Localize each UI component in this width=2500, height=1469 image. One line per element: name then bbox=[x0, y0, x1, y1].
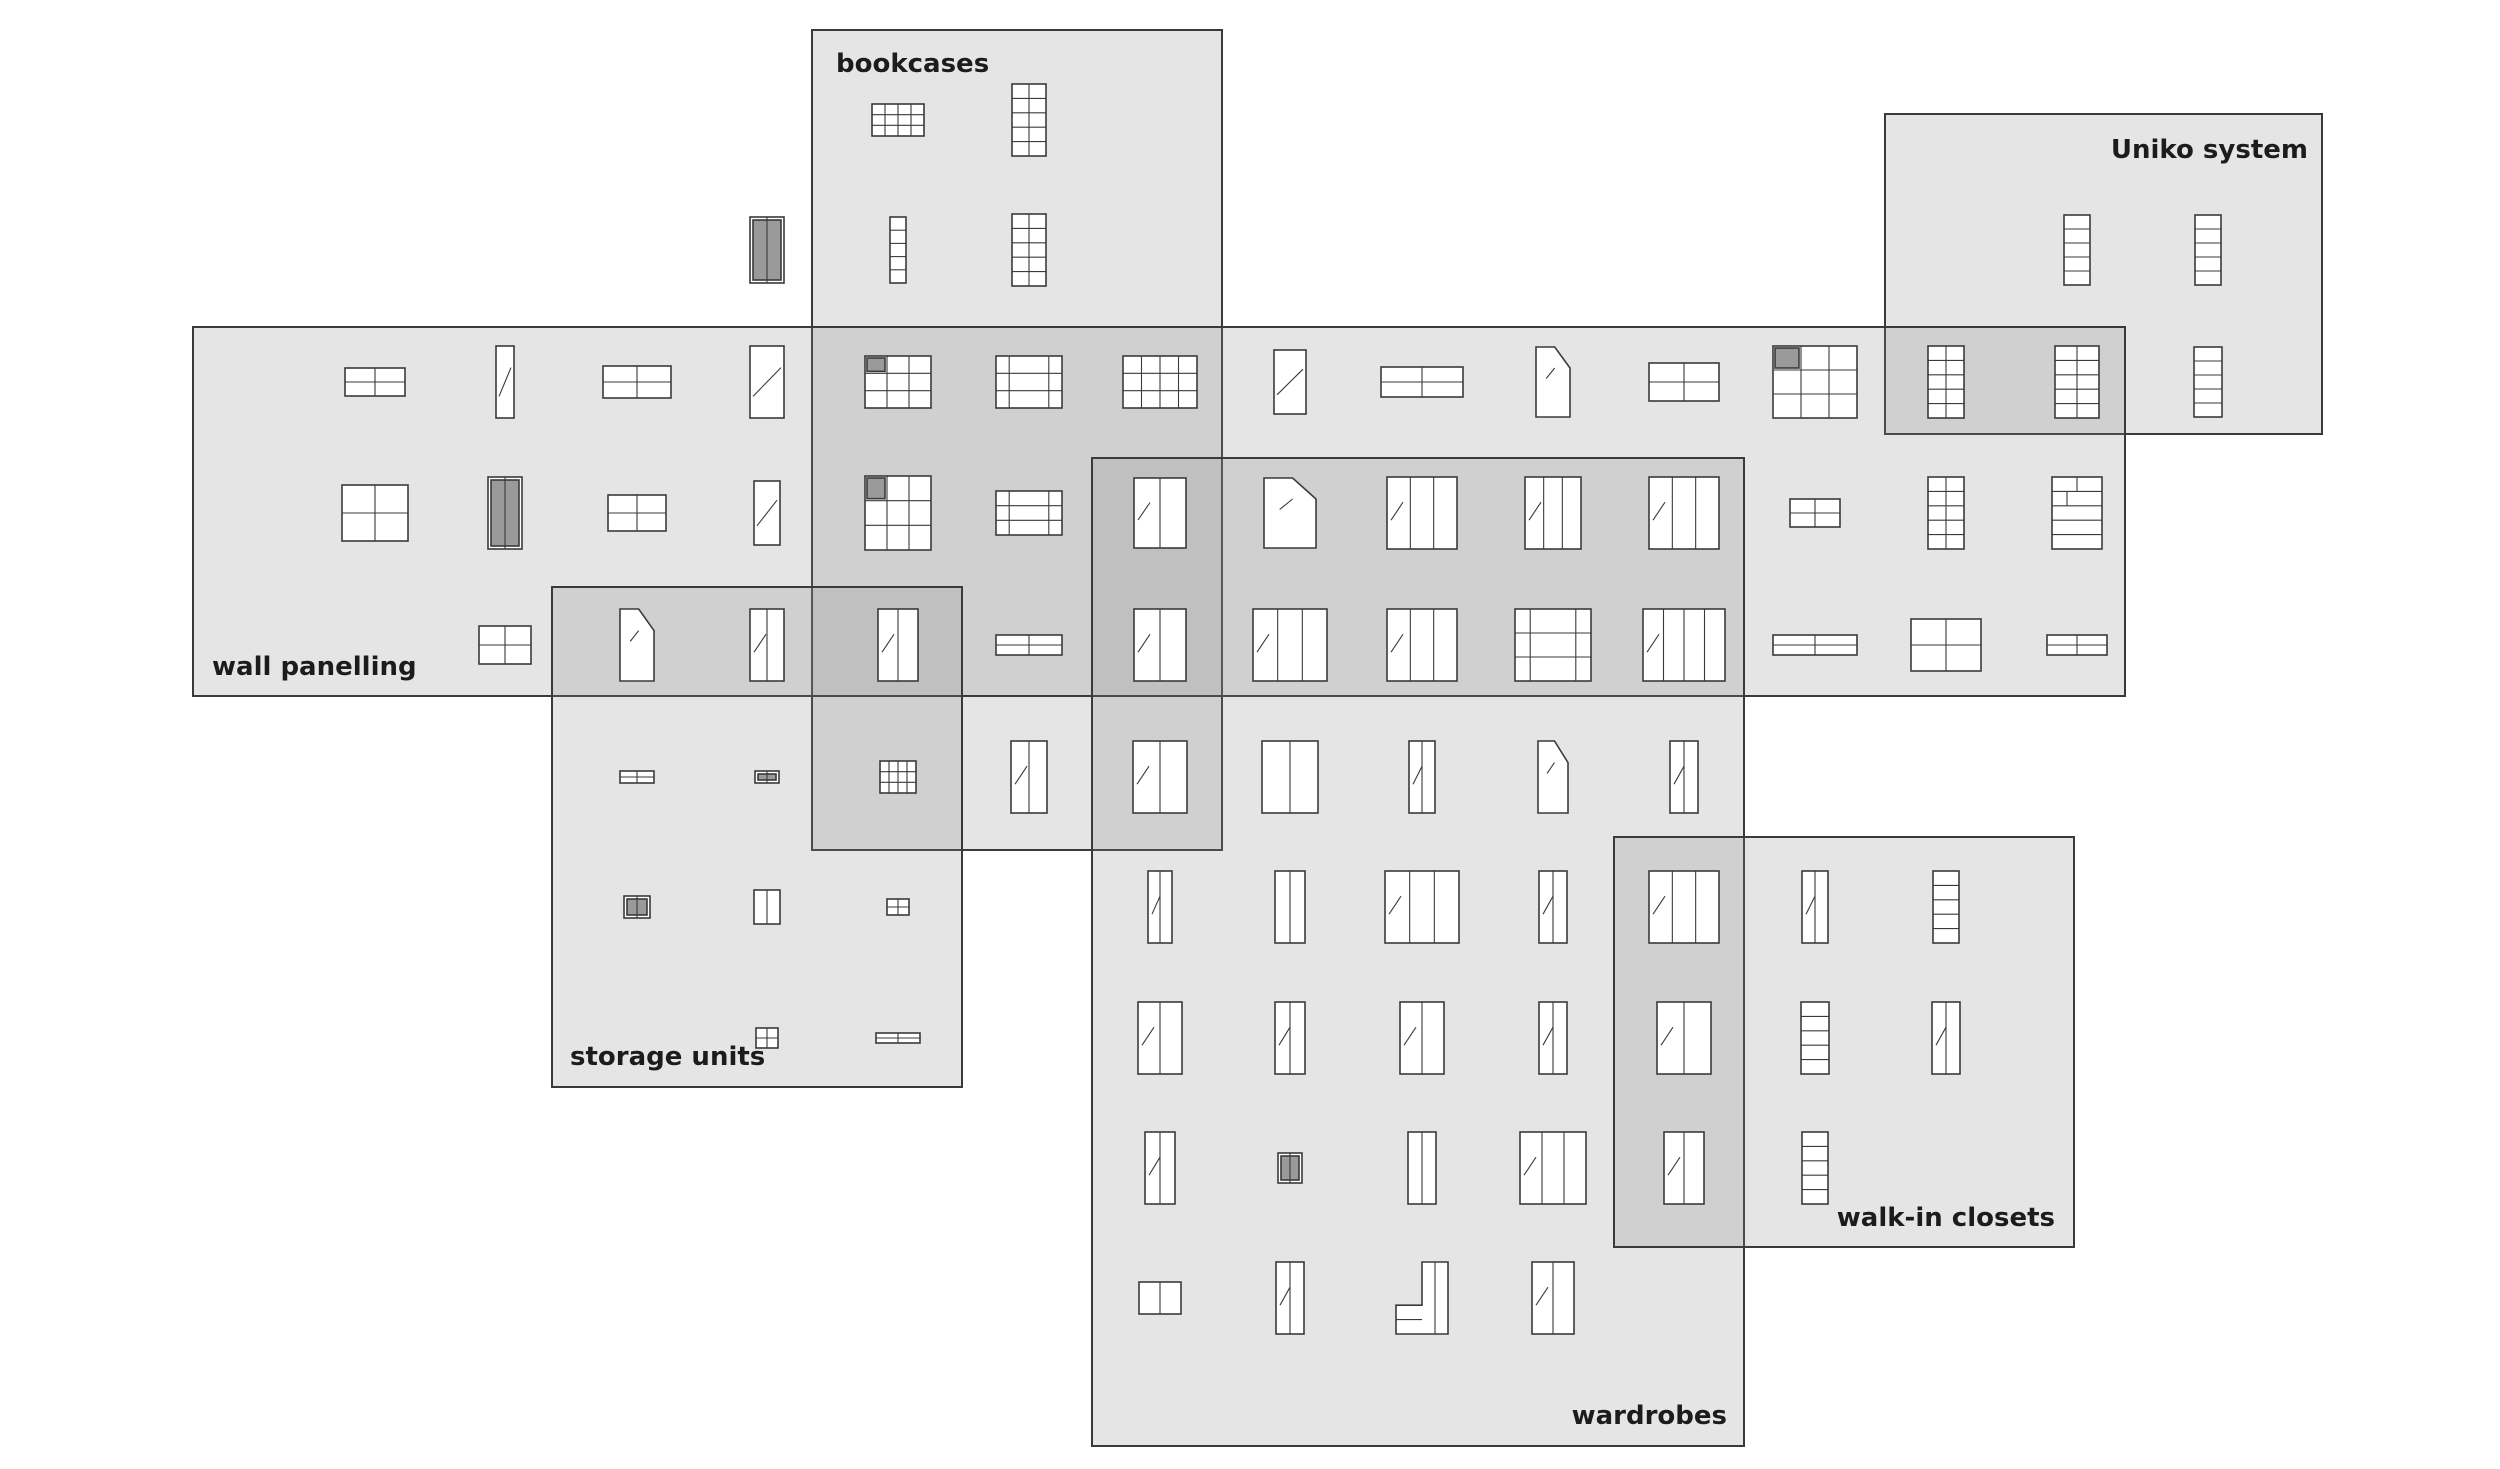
furniture-icon-shelves2[interactable] bbox=[995, 355, 1063, 409]
furniture-icon-grid[interactable] bbox=[879, 760, 917, 794]
furniture-icon-wardrobe[interactable] bbox=[1137, 1001, 1183, 1075]
furniture-icon-shelves2[interactable] bbox=[995, 490, 1063, 536]
furniture-icon-shelves[interactable] bbox=[1932, 870, 1960, 944]
furniture-icon-doors[interactable] bbox=[1407, 1131, 1437, 1205]
furniture-icon-shelves[interactable] bbox=[1011, 213, 1047, 287]
label-storage-units: storage units bbox=[570, 1042, 765, 1072]
furniture-icon-tall[interactable] bbox=[753, 480, 781, 546]
furniture-icon-wardrobe[interactable] bbox=[1133, 477, 1187, 549]
furniture-icon-ladder[interactable] bbox=[2063, 214, 2091, 286]
furniture-icons bbox=[341, 83, 2223, 1335]
furniture-icon-wardrobe[interactable] bbox=[1408, 740, 1436, 814]
furniture-icon-darkshelf[interactable] bbox=[1277, 1152, 1303, 1184]
furniture-icon-ladder[interactable] bbox=[2193, 346, 2223, 418]
furniture-icon-wardrobe[interactable] bbox=[1274, 1001, 1306, 1075]
furniture-icon-tall[interactable] bbox=[1273, 349, 1307, 415]
label-bookcases: bookcases bbox=[836, 49, 989, 79]
furniture-icon-panel[interactable] bbox=[995, 634, 1063, 656]
furniture-icon-wardrobe[interactable] bbox=[1524, 476, 1582, 550]
furniture-icon-bookwall[interactable] bbox=[864, 355, 932, 409]
label-wall-panelling: wall panelling bbox=[212, 652, 417, 682]
furniture-icon-shelves[interactable] bbox=[1011, 83, 1047, 157]
furniture-icon-grid[interactable] bbox=[1122, 355, 1198, 409]
furniture-icon-darkshelf[interactable] bbox=[754, 770, 780, 784]
furniture-icon-wardrobe[interactable] bbox=[1386, 476, 1458, 550]
furniture-icon-wardrobe[interactable] bbox=[1663, 1131, 1705, 1205]
furniture-icon-ladder[interactable] bbox=[2194, 214, 2222, 286]
furniture-icon-wardrobe[interactable] bbox=[1531, 1261, 1575, 1335]
furniture-icon-panel2[interactable] bbox=[607, 494, 667, 532]
furniture-icon-panel[interactable] bbox=[886, 898, 910, 916]
furniture-icon-wardrobe[interactable] bbox=[1144, 1131, 1176, 1205]
category-labels: bookcases Uniko system wall panelling st… bbox=[212, 49, 2308, 1431]
furniture-icon-wardrobe[interactable] bbox=[1648, 476, 1720, 550]
furniture-icon-panel2[interactable] bbox=[602, 365, 672, 399]
furniture-icon-darkdoors[interactable] bbox=[749, 216, 785, 284]
furniture-icon-panel[interactable] bbox=[1789, 498, 1841, 528]
furniture-icon-wardrobe[interactable] bbox=[1519, 1131, 1587, 1205]
furniture-icon-shelves[interactable] bbox=[889, 216, 907, 284]
furniture-icon-slant[interactable] bbox=[1537, 740, 1569, 814]
furniture-icon-shelves[interactable] bbox=[1800, 1001, 1830, 1075]
furniture-icon-shelves[interactable] bbox=[2054, 345, 2100, 419]
furniture-icon-panel[interactable] bbox=[1380, 366, 1464, 398]
furniture-icon-wardrobe[interactable] bbox=[1538, 870, 1568, 944]
furniture-icon-panel[interactable] bbox=[1648, 362, 1720, 402]
furniture-icon-wardrobe[interactable] bbox=[1669, 740, 1699, 814]
furniture-icon-slant[interactable] bbox=[1263, 477, 1317, 549]
furniture-icon-bookwall[interactable] bbox=[1772, 345, 1858, 419]
furniture-icon-doors[interactable] bbox=[1138, 1281, 1182, 1315]
furniture-icon-bricks[interactable] bbox=[2051, 476, 2103, 550]
furniture-icon-wardrobe[interactable] bbox=[1133, 608, 1187, 682]
furniture-icon-doors[interactable] bbox=[753, 889, 781, 925]
furniture-icon-shelves2[interactable] bbox=[1514, 608, 1592, 682]
furniture-icon-ladder[interactable] bbox=[1927, 345, 1965, 419]
furniture-icon-wardrobe[interactable] bbox=[1384, 870, 1460, 944]
furniture-icon-wardrobe[interactable] bbox=[1386, 608, 1458, 682]
furniture-icon-darkshelf[interactable] bbox=[487, 476, 523, 550]
furniture-icon-wardrobe[interactable] bbox=[749, 608, 785, 682]
furniture-icon-tall[interactable] bbox=[749, 345, 785, 419]
furniture-icon-wardrobe[interactable] bbox=[1275, 1261, 1305, 1335]
furniture-icon-panel[interactable] bbox=[755, 1027, 779, 1049]
furniture-icon-wardrobe[interactable] bbox=[1399, 1001, 1445, 1075]
region-bookcases[interactable] bbox=[811, 29, 1223, 851]
furniture-icon-bookwall[interactable] bbox=[864, 475, 932, 551]
furniture-icon-wardrobe[interactable] bbox=[1801, 870, 1829, 944]
furniture-icon-panel[interactable] bbox=[875, 1032, 921, 1044]
label-uniko-system: Uniko system bbox=[2111, 135, 2308, 165]
furniture-icon-panel[interactable] bbox=[344, 367, 406, 397]
furniture-icon-tall[interactable] bbox=[495, 345, 515, 419]
furniture-icon-wardrobe[interactable] bbox=[1648, 870, 1720, 944]
furniture-icon-darkdoors[interactable] bbox=[623, 895, 651, 919]
furniture-icon-wardrobe[interactable] bbox=[1642, 608, 1726, 682]
furniture-icon-wardrobe[interactable] bbox=[1252, 608, 1328, 682]
furniture-icon-shelves[interactable] bbox=[1801, 1131, 1829, 1205]
furniture-icon-panel[interactable] bbox=[478, 625, 532, 665]
furniture-icon-panel2[interactable] bbox=[1910, 618, 1982, 672]
furniture-icon-wardrobe[interactable] bbox=[1010, 740, 1048, 814]
furniture-icon-wardrobe[interactable] bbox=[1656, 1001, 1712, 1075]
furniture-icon-wardrobe[interactable] bbox=[1931, 1001, 1961, 1075]
furniture-icon-doors[interactable] bbox=[1274, 870, 1306, 944]
furniture-icon-panel[interactable] bbox=[619, 770, 655, 784]
furniture-icon-panel[interactable] bbox=[1772, 634, 1858, 656]
label-walk-in-closets: walk-in closets bbox=[1837, 1203, 2055, 1233]
furniture-icon-grid[interactable] bbox=[871, 103, 925, 137]
furniture-icon-wardrobe[interactable] bbox=[1538, 1001, 1568, 1075]
furniture-icon-shelves[interactable] bbox=[1927, 476, 1965, 550]
furniture-icon-slant[interactable] bbox=[1535, 346, 1571, 418]
furniture-icon-wardrobe[interactable] bbox=[1147, 870, 1173, 944]
furniture-icon-slant[interactable] bbox=[619, 608, 655, 682]
furniture-icon-doors[interactable] bbox=[1261, 740, 1319, 814]
category-regions bbox=[192, 29, 2323, 1447]
furniture-icon-panel2[interactable] bbox=[341, 484, 409, 542]
label-wardrobes: wardrobes bbox=[1572, 1401, 1727, 1431]
furniture-icon-wardrobe[interactable] bbox=[1132, 740, 1188, 814]
furniture-icon-panel[interactable] bbox=[2046, 634, 2108, 656]
furniture-icon-wardrobe[interactable] bbox=[877, 608, 919, 682]
furniture-icon-lshape[interactable] bbox=[1395, 1261, 1449, 1335]
